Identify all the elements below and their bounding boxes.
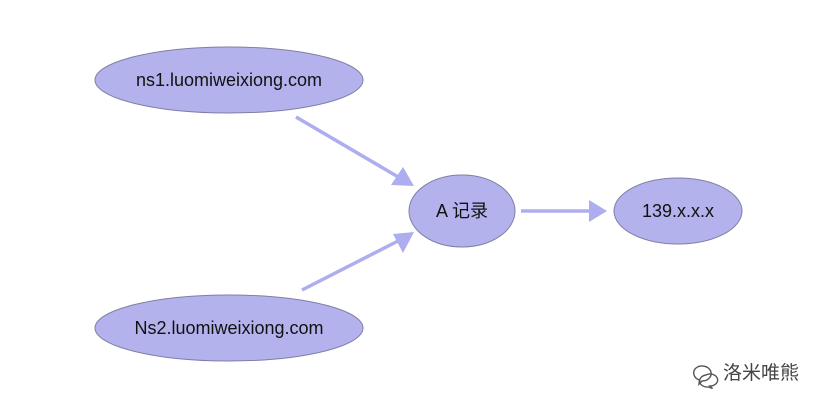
node-ns1: ns1.luomiweixiong.com bbox=[94, 46, 364, 114]
node-ip: 139.x.x.x bbox=[613, 177, 743, 245]
edge-ns2-to-a-record bbox=[301, 232, 414, 292]
edge-ns1-to-a-record bbox=[295, 115, 414, 186]
node-a-record-ellipse bbox=[408, 174, 516, 248]
node-ns2-ellipse bbox=[94, 294, 364, 362]
watermark-text: 洛米唯熊 bbox=[723, 362, 799, 384]
node-ns2: Ns2.luomiweixiong.com bbox=[94, 294, 364, 362]
node-ip-label: 139.x.x.x bbox=[642, 201, 714, 221]
node-ns1-ellipse bbox=[94, 46, 364, 114]
node-a-record-label: A 记录 bbox=[436, 201, 488, 221]
node-ip-ellipse bbox=[613, 177, 743, 245]
node-a-record: A 记录 bbox=[408, 174, 516, 248]
node-ns1-label: ns1.luomiweixiong.com bbox=[136, 70, 322, 90]
node-ns2-label: Ns2.luomiweixiong.com bbox=[134, 318, 323, 338]
edge-a-record-to-ip bbox=[521, 200, 607, 222]
edges bbox=[295, 115, 607, 292]
wechat-icon bbox=[693, 365, 719, 390]
watermark: 洛米唯熊 bbox=[693, 362, 799, 390]
